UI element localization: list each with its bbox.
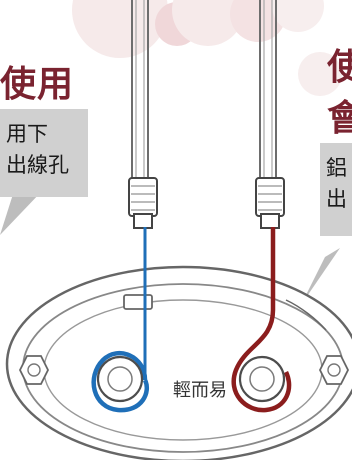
right-slot-line bbox=[285, 299, 327, 331]
blue-wire-loop bbox=[91, 350, 149, 413]
right-port bbox=[238, 355, 286, 403]
right-tube-outline bbox=[259, 0, 277, 180]
red-wire-loop bbox=[231, 227, 292, 413]
right-tube-inner bbox=[263, 0, 273, 180]
bg-circle-5 bbox=[272, 0, 324, 32]
left-fitting-neck bbox=[133, 213, 153, 229]
bg-circle-6 bbox=[298, 52, 342, 96]
left-hex-nut bbox=[18, 355, 50, 385]
right-callout: 鋁 出 bbox=[320, 143, 352, 236]
brand-logo: 輕而易 bbox=[173, 380, 227, 401]
brand-logo-text: 輕而易 bbox=[173, 380, 227, 401]
bg-circle-3 bbox=[172, 0, 244, 46]
left-callout: 用下 出線孔 bbox=[0, 109, 88, 197]
left-tube-outline bbox=[131, 0, 149, 180]
right-title-line-2: 會 bbox=[327, 98, 352, 139]
left-title: 使用 bbox=[0, 64, 75, 105]
left-callout-pointer bbox=[0, 191, 42, 235]
right-title-line-1: 使 bbox=[327, 47, 352, 88]
left-slot bbox=[123, 294, 153, 310]
right-fitting-threads bbox=[258, 185, 282, 211]
left-port bbox=[96, 355, 144, 403]
bg-circle-1 bbox=[72, 0, 168, 58]
left-fitting-threads bbox=[131, 185, 155, 211]
right-callout-pointer bbox=[301, 248, 340, 305]
right-hex-nut bbox=[318, 355, 350, 385]
left-tube-inner bbox=[135, 0, 145, 180]
right-fitting-neck bbox=[260, 213, 280, 229]
